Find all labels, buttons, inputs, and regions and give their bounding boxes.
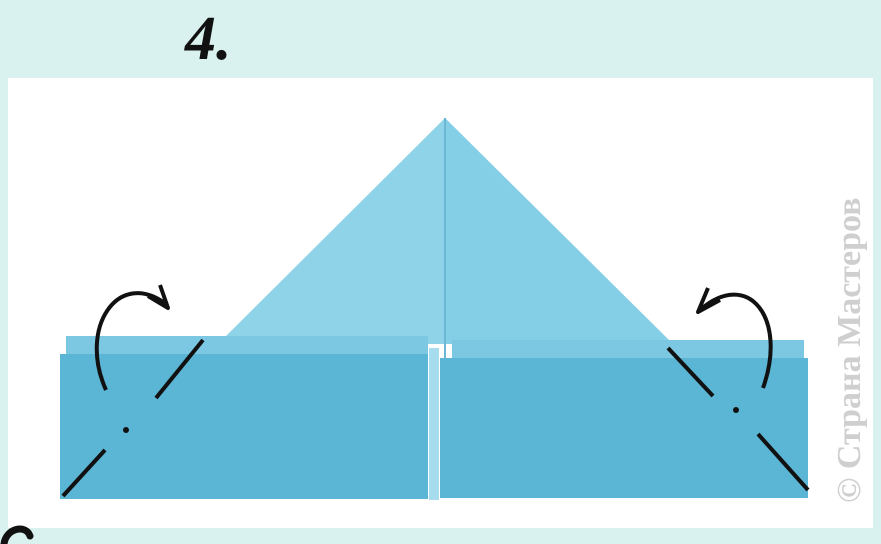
origami-photo: © Страна Мастеров [8, 78, 873, 528]
step-number: 4. [185, 8, 232, 70]
paper-triangle-shade [445, 118, 673, 344]
origami-illustration: © Страна Мастеров [8, 78, 873, 528]
center-gap [429, 348, 439, 500]
partial-next-step-number [0, 522, 36, 544]
paper-rectangle-left [60, 354, 428, 499]
watermark: © Страна Мастеров [831, 197, 868, 503]
paper-rectangle-right [440, 358, 808, 498]
